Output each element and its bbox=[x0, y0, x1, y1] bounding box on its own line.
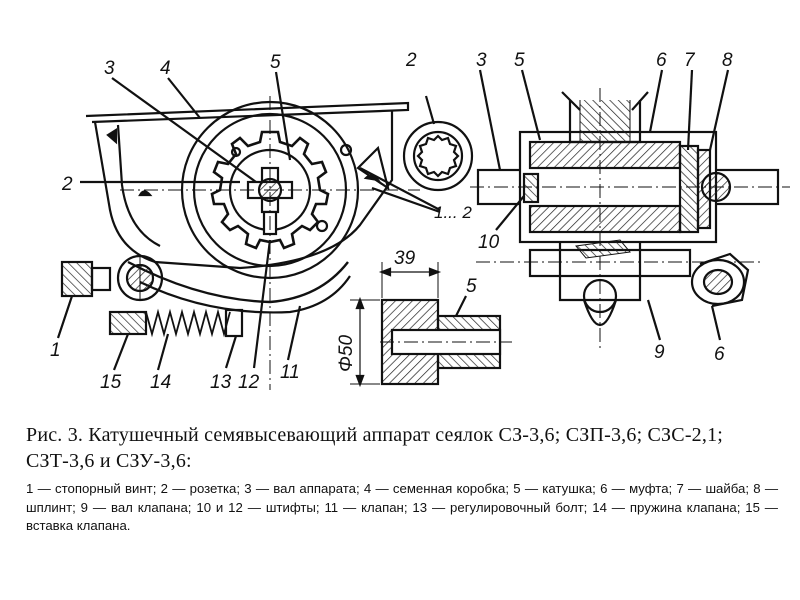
label-5-right: 5 bbox=[514, 50, 525, 71]
label-4: 4 bbox=[160, 58, 171, 79]
valve-spring bbox=[145, 308, 231, 338]
label-14: 14 bbox=[150, 372, 171, 393]
label-13: 13 bbox=[210, 372, 232, 393]
stop-screw bbox=[60, 260, 94, 298]
valve bbox=[127, 260, 349, 304]
seed-metering-apparatus-drawing: 1 2 3 4 5 1... 2 2 3 5 6 7 8 10 9 6 15 1… bbox=[50, 50, 790, 393]
label-7: 7 bbox=[684, 50, 696, 71]
label-12: 12 bbox=[238, 372, 260, 393]
adjusting-bolt bbox=[224, 308, 244, 338]
rosette-detail bbox=[402, 95, 474, 192]
caption-title: Рис. 3. Катушечный семявысевающий аппара… bbox=[26, 424, 724, 472]
label-3-right: 3 bbox=[476, 50, 487, 71]
label-6-bottom: 6 bbox=[714, 344, 725, 365]
label-2-rosette: 2 bbox=[405, 50, 417, 71]
dimension-phi-50: Φ50 bbox=[336, 335, 357, 372]
label-5-left: 5 bbox=[270, 52, 281, 73]
caption-legend-text: 1 — стопорный винт; 2 — розетка; 3 — вал… bbox=[26, 481, 778, 533]
label-10: 10 bbox=[478, 232, 500, 253]
figure-caption: Рис. 3. Катушечный семявысевающий аппара… bbox=[26, 422, 778, 536]
shaft-section-view bbox=[470, 69, 790, 350]
label-15: 15 bbox=[100, 372, 122, 393]
main-housing-view bbox=[56, 71, 441, 390]
valve-insert bbox=[108, 310, 148, 336]
coil-section-view bbox=[350, 262, 512, 388]
label-1: 1 bbox=[50, 340, 61, 361]
label-1-2-range: 1... 2 bbox=[434, 203, 472, 222]
label-9: 9 bbox=[654, 342, 665, 363]
caption-legend: 1 — стопорный винт; 2 — розетка; 3 — вал… bbox=[26, 480, 778, 536]
dimension-39: 39 bbox=[394, 248, 416, 269]
part-labels: 1 2 3 4 5 1... 2 2 3 5 6 7 8 10 9 6 15 1… bbox=[50, 50, 733, 393]
label-6-right: 6 bbox=[656, 50, 667, 71]
label-5-section: 5 bbox=[466, 276, 477, 297]
label-3-left: 3 bbox=[104, 58, 115, 79]
label-11: 11 bbox=[280, 362, 300, 383]
label-8: 8 bbox=[722, 50, 733, 71]
label-2-left: 2 bbox=[61, 174, 73, 195]
coupling-detail bbox=[690, 252, 750, 308]
seed-box-housing bbox=[93, 110, 394, 270]
